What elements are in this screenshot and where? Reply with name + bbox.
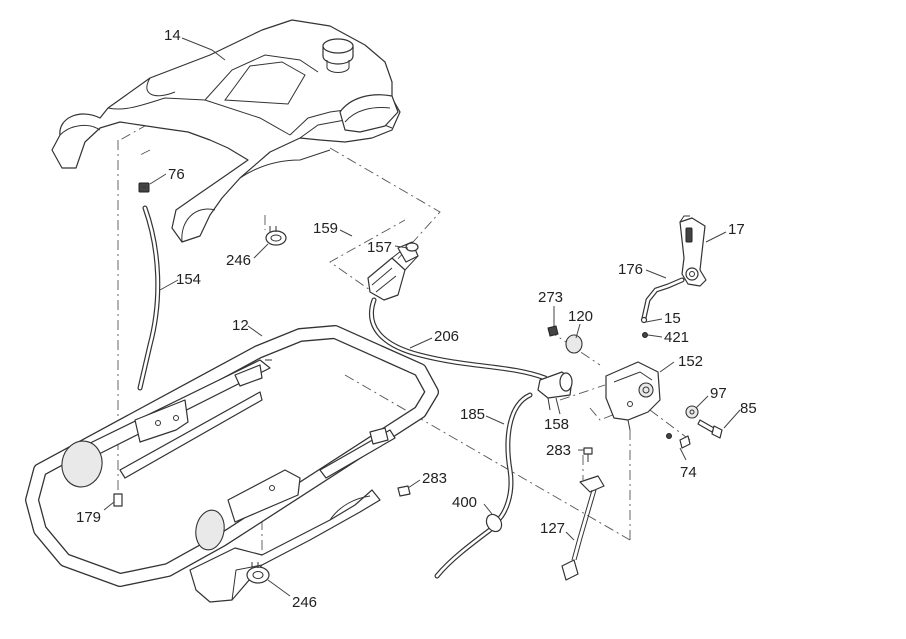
callout-154: 154 bbox=[176, 271, 201, 288]
washer-97 bbox=[685, 405, 699, 419]
callout-246-lower: 246 bbox=[292, 594, 317, 611]
clamp-246-lower bbox=[246, 562, 270, 584]
bolt-283-upper bbox=[583, 447, 593, 462]
callout-176: 176 bbox=[618, 261, 643, 278]
washer-120 bbox=[565, 334, 583, 354]
callout-14: 14 bbox=[164, 27, 181, 44]
callout-246-upper: 246 bbox=[226, 252, 251, 269]
lever-17 bbox=[679, 215, 707, 287]
callout-127: 127 bbox=[540, 520, 565, 537]
callout-159: 159 bbox=[313, 220, 338, 237]
leader-lines bbox=[103, 37, 741, 597]
frame bbox=[25, 325, 439, 603]
callout-283-upper: 283 bbox=[546, 442, 571, 459]
callout-273: 273 bbox=[538, 289, 563, 306]
part-400 bbox=[434, 513, 503, 579]
bolt-283-lower bbox=[397, 485, 411, 497]
callout-85: 85 bbox=[740, 400, 757, 417]
filter-assembly-159 bbox=[367, 241, 419, 301]
hose-185 bbox=[493, 392, 533, 525]
clamp-246-upper bbox=[265, 226, 287, 246]
callout-400: 400 bbox=[452, 494, 477, 511]
bolt-179 bbox=[113, 493, 123, 507]
screw-74 bbox=[666, 433, 691, 449]
callout-15: 15 bbox=[664, 310, 681, 327]
callout-157: 157 bbox=[367, 239, 392, 256]
clip-76 bbox=[138, 182, 150, 193]
callout-17: 17 bbox=[728, 221, 745, 238]
callout-12: 12 bbox=[232, 317, 249, 334]
callout-206: 206 bbox=[434, 328, 459, 345]
callout-421: 421 bbox=[664, 329, 689, 346]
cable-176 bbox=[640, 277, 685, 338]
rod-127 bbox=[561, 475, 605, 581]
callout-74: 74 bbox=[680, 464, 697, 481]
alignment-lines bbox=[117, 94, 691, 565]
callout-283-lower: 283 bbox=[422, 470, 447, 487]
hose-154 bbox=[137, 205, 161, 391]
throttle-plate-152 bbox=[605, 361, 661, 431]
callout-76: 76 bbox=[168, 166, 185, 183]
callout-152: 152 bbox=[678, 353, 703, 370]
callout-120: 120 bbox=[568, 308, 593, 325]
callout-185: 185 bbox=[460, 406, 485, 423]
callout-179: 179 bbox=[76, 509, 101, 526]
fitting-158 bbox=[537, 371, 573, 411]
callout-97: 97 bbox=[710, 385, 727, 402]
hose-206 bbox=[368, 297, 548, 381]
bolt-85 bbox=[697, 419, 723, 439]
nut-273 bbox=[547, 325, 559, 337]
callout-158: 158 bbox=[544, 416, 569, 433]
callouts: 14 76 246 154 159 157 12 206 273 120 176… bbox=[76, 27, 757, 611]
fuel-tank-cover bbox=[51, 19, 401, 243]
